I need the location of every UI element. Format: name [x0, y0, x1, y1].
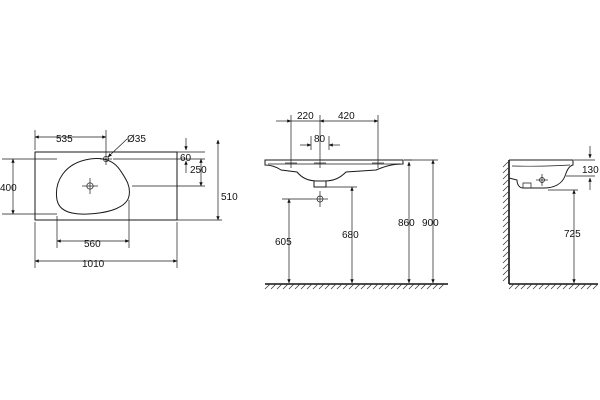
dim-1010-label: 1010	[82, 259, 105, 270]
floor-hatch-mark	[438, 283, 445, 290]
floor-hatch-mark	[342, 283, 349, 290]
wall-hatch-mark	[502, 269, 509, 276]
dim-725-label: 725	[564, 229, 581, 240]
wall-hatch-mark	[502, 173, 509, 180]
floor-hatch-mark	[312, 283, 319, 290]
floor-hatch-mark	[568, 283, 575, 290]
side-view: 130 725	[502, 146, 599, 290]
wall-hatch-mark	[502, 221, 509, 228]
wall-hatch-mark	[502, 167, 509, 174]
wall-hatch-mark	[502, 191, 509, 198]
dim-400-label: 400	[0, 183, 17, 194]
dim-680-label: 680	[342, 230, 359, 241]
dim-60-label: 60	[180, 153, 192, 164]
floor-hatch-mark	[426, 283, 433, 290]
dim-860-label: 860	[398, 218, 415, 229]
wall-hatch-mark	[502, 257, 509, 264]
floor-hatch-mark	[402, 283, 409, 290]
dim-80-label: 80	[314, 134, 326, 145]
floor-hatch-mark	[408, 283, 415, 290]
dim-900-label: 900	[422, 218, 439, 229]
drain-symbol	[82, 178, 98, 194]
floor-hatch-mark	[366, 283, 373, 290]
floor-hatch-mark	[306, 283, 313, 290]
basin-side-profile	[508, 159, 574, 189]
tap-hole-symbol	[100, 153, 112, 165]
front-floor	[264, 283, 448, 290]
wall-hatch-mark	[502, 209, 509, 216]
wall-hatch-mark	[502, 251, 509, 258]
floor-hatch-mark	[532, 283, 539, 290]
bowl-outline	[55, 158, 130, 215]
floor-hatch-mark	[420, 283, 427, 290]
floor-hatch-mark	[508, 283, 515, 290]
dim-510-label: 510	[221, 192, 238, 203]
floor-hatch-mark	[550, 283, 557, 290]
floor-hatch-mark	[396, 283, 403, 290]
floor-hatch-mark	[432, 283, 439, 290]
front-tap-mark-right	[372, 158, 384, 168]
wall-hatch-mark	[502, 197, 509, 204]
floor-hatch-mark	[276, 283, 283, 290]
side-drain-mark	[536, 174, 548, 186]
floor-hatch-mark	[288, 283, 295, 290]
dim-250-label: 250	[190, 165, 207, 176]
floor-hatch-mark	[372, 283, 379, 290]
floor-hatch-mark	[324, 283, 331, 290]
floor-hatch-mark	[294, 283, 301, 290]
floor-hatch-mark	[538, 283, 545, 290]
waste-outlet-mark	[312, 191, 328, 207]
wall-hatch-mark	[502, 179, 509, 186]
wall-hatch-mark	[502, 245, 509, 252]
floor-hatch-mark	[390, 283, 397, 290]
front-tap-mark-left	[285, 158, 297, 168]
wall-hatch-mark	[502, 203, 509, 210]
floor-hatch-mark	[336, 283, 343, 290]
side-floor	[508, 283, 599, 290]
wall-hatch-mark	[502, 239, 509, 246]
floor-hatch-mark	[378, 283, 385, 290]
floor-hatch-mark	[300, 283, 307, 290]
floor-hatch-mark	[414, 283, 421, 290]
wall-hatch-mark	[502, 263, 509, 270]
floor-hatch-mark	[360, 283, 367, 290]
wall-hatch-mark	[502, 233, 509, 240]
dim-560-label: 560	[84, 239, 101, 250]
plan-view: 535 Ø35 60 250 510 400 560 1010	[0, 130, 238, 270]
wall-hatch-mark	[502, 227, 509, 234]
wall-hatch-mark	[502, 215, 509, 222]
floor-hatch-mark	[384, 283, 391, 290]
floor-hatch-mark	[520, 283, 527, 290]
floor-hatch-mark	[580, 283, 587, 290]
dim-420-label: 420	[338, 111, 355, 122]
floor-hatch-mark	[526, 283, 533, 290]
dim-130-label: 130	[582, 165, 599, 176]
dim-hole-diameter-label: Ø35	[127, 134, 146, 145]
floor-hatch-mark	[354, 283, 361, 290]
floor-hatch-mark	[586, 283, 593, 290]
wall-hatch-mark	[502, 185, 509, 192]
floor-hatch-mark	[556, 283, 563, 290]
front-tap-mark-center	[314, 158, 326, 168]
floor-hatch-mark	[318, 283, 325, 290]
floor-hatch-mark	[330, 283, 337, 290]
floor-hatch-mark	[264, 283, 271, 290]
floor-hatch-mark	[544, 283, 551, 290]
wall-hatch-mark	[502, 275, 509, 282]
floor-hatch-mark	[282, 283, 289, 290]
basin-front-profile	[264, 159, 404, 182]
front-view: 220 420 80 605 680 860 900	[264, 111, 448, 290]
dim-605-label: 605	[275, 237, 292, 248]
floor-hatch-mark	[270, 283, 277, 290]
dim-535-label: 535	[56, 134, 73, 145]
floor-hatch-mark	[514, 283, 521, 290]
floor-hatch-mark	[574, 283, 581, 290]
dim-220-label: 220	[297, 111, 314, 122]
floor-hatch-mark	[348, 283, 355, 290]
wall-hatch-mark	[502, 161, 509, 168]
floor-hatch-mark	[592, 283, 599, 290]
floor-hatch-mark	[562, 283, 569, 290]
